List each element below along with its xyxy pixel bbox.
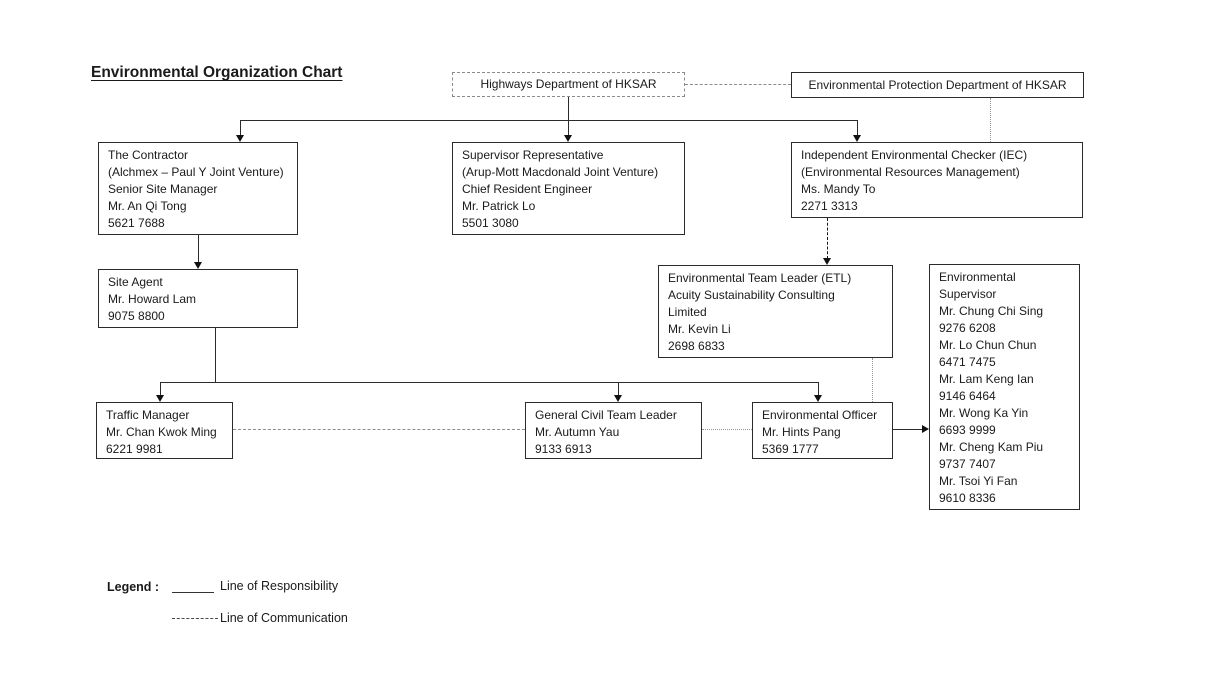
connector-etl-officer-communication <box>872 358 873 402</box>
box-supervisor-representative: Supervisor Representative (Arup-Mott Macd… <box>452 142 685 235</box>
box-text-line: (Arup-Mott Macdonald Joint Venture) <box>462 165 659 179</box>
box-text-line: Mr. Chung Chi Sing <box>939 304 1044 318</box>
box-text-line: Mr. Cheng Kam Piu <box>939 440 1044 454</box>
arrowhead-to-iec <box>852 135 861 142</box>
box-text-line: 9737 7407 <box>939 457 996 471</box>
connector-to-iec <box>857 120 858 136</box>
connector-traffic-gctl-communication <box>233 429 525 430</box>
box-text-line: 5621 7688 <box>108 216 165 230</box>
box-text-line: Chief Resident Engineer <box>462 182 593 196</box>
box-environmental-team-leader: Environmental Team Leader (ETL) Acuity Su… <box>658 265 893 358</box>
box-text-line: 9075 8800 <box>108 309 165 323</box>
box-text-line: Environmental Protection Department of H… <box>808 77 1067 92</box>
box-text-line: Senior Site Manager <box>108 182 218 196</box>
connector-site-agent-stem <box>215 328 216 383</box>
box-text-line: Mr. Patrick Lo <box>462 199 536 213</box>
connector-lower-branch <box>160 382 818 383</box>
box-text-line: Supervisor Representative <box>462 148 604 162</box>
arrowhead-to-general-civil-team-leader <box>613 395 622 402</box>
box-text-line: 9610 8336 <box>939 491 996 505</box>
box-text-line: Environmental Team Leader (ETL) <box>668 271 852 285</box>
box-text-line: Traffic Manager <box>106 408 190 422</box>
box-contractor: The Contractor (Alchmex – Paul Y Joint Ve… <box>98 142 298 235</box>
box-text-line: Acuity Sustainability Consulting <box>668 288 835 302</box>
arrowhead-to-contractor <box>235 135 244 142</box>
legend-item-responsibility: Line of Responsibility <box>220 579 339 593</box>
box-text-line: 6221 9981 <box>106 442 163 456</box>
box-text-line: The Contractor <box>108 148 189 162</box>
box-text-line: Mr. Tsoi Yi Fan <box>939 474 1018 488</box>
box-text-line: Environmental Officer <box>762 408 878 422</box>
box-text-line: Site Agent <box>108 275 163 289</box>
connector-gctl-officer-communication <box>702 429 752 430</box>
connector-highways-stem <box>568 97 569 121</box>
arrowhead-to-environmental-officer <box>813 395 822 402</box>
arrowhead-to-supervisor-rep <box>563 135 572 142</box>
box-text-line: Environmental <box>939 270 1016 284</box>
connector-contractor-to-site-agent <box>198 235 199 262</box>
connector-iec-to-etl <box>827 218 828 259</box>
arrowhead-to-environmental-supervisor <box>922 424 929 433</box>
box-text-line: 5369 1777 <box>762 442 819 456</box>
box-text-line: Mr. An Qi Tong <box>108 199 187 213</box>
legend-solid-line-sample <box>172 592 214 593</box>
box-independent-environmental-checker: Independent Environmental Checker (IEC) (… <box>791 142 1083 218</box>
arrowhead-to-traffic-manager <box>155 395 164 402</box>
box-text-line: Independent Environmental Checker (IEC) <box>801 148 1028 162</box>
connector-to-supervisor-rep <box>568 120 569 136</box>
arrowhead-to-site-agent <box>193 262 202 269</box>
box-text-line: 2271 3313 <box>801 199 858 213</box>
box-text-line: Mr. Chan Kwok Ming <box>106 425 217 439</box>
box-text-line: Supervisor <box>939 287 997 301</box>
box-text-line: General Civil Team Leader <box>535 408 677 422</box>
box-text-line: (Environmental Resources Management) <box>801 165 1020 179</box>
box-text-line: 9146 6464 <box>939 389 996 403</box>
box-text-line: Highways Department of HKSAR <box>480 77 657 91</box>
box-text-line: Mr. Lo Chun Chun <box>939 338 1037 352</box>
connector-to-traffic-manager <box>160 382 161 395</box>
box-text-line: (Alchmex – Paul Y Joint Venture) <box>108 165 284 179</box>
connector-to-general-civil-team-leader <box>618 382 619 395</box>
box-text-line: 6471 7475 <box>939 355 996 369</box>
box-text-line: 5501 3080 <box>462 216 519 230</box>
box-text-line: Mr. Hints Pang <box>762 425 841 439</box>
legend-dashed-line-sample <box>172 618 218 619</box>
box-text-line: Limited <box>668 305 707 319</box>
box-highways-department: Highways Department of HKSAR <box>452 72 685 97</box>
connector-to-environmental-officer <box>818 382 819 395</box>
box-text-line: Mr. Lam Keng Ian <box>939 372 1034 386</box>
connector-top-branch <box>240 120 857 121</box>
box-text-line: 9276 6208 <box>939 321 996 335</box>
box-text-line: Mr. Howard Lam <box>108 292 197 306</box>
box-text-line: 9133 6913 <box>535 442 592 456</box>
arrowhead-to-etl <box>822 258 831 265</box>
legend-label: Legend : <box>107 580 160 594</box>
box-text-line: Ms. Mandy To <box>801 182 876 196</box>
box-text-line: Mr. Wong Ka Yin <box>939 406 1029 420</box>
box-text-line: Mr. Kevin Li <box>668 322 731 336</box>
connector-officer-to-supervisor <box>893 429 922 430</box>
legend-item-communication: Line of Communication <box>220 611 348 625</box>
box-text-line: 2698 6833 <box>668 339 725 353</box>
page-title: Environmental Organization Chart <box>91 64 343 81</box>
connector-highways-epd-communication <box>685 84 791 85</box>
connector-to-contractor <box>240 120 241 136</box>
box-environmental-protection-department: Environmental Protection Department of H… <box>791 72 1084 98</box>
connector-epd-iec-communication <box>990 98 991 142</box>
box-text-line: Mr. Autumn Yau <box>535 425 620 439</box>
box-text-line: 6693 9999 <box>939 423 996 437</box>
